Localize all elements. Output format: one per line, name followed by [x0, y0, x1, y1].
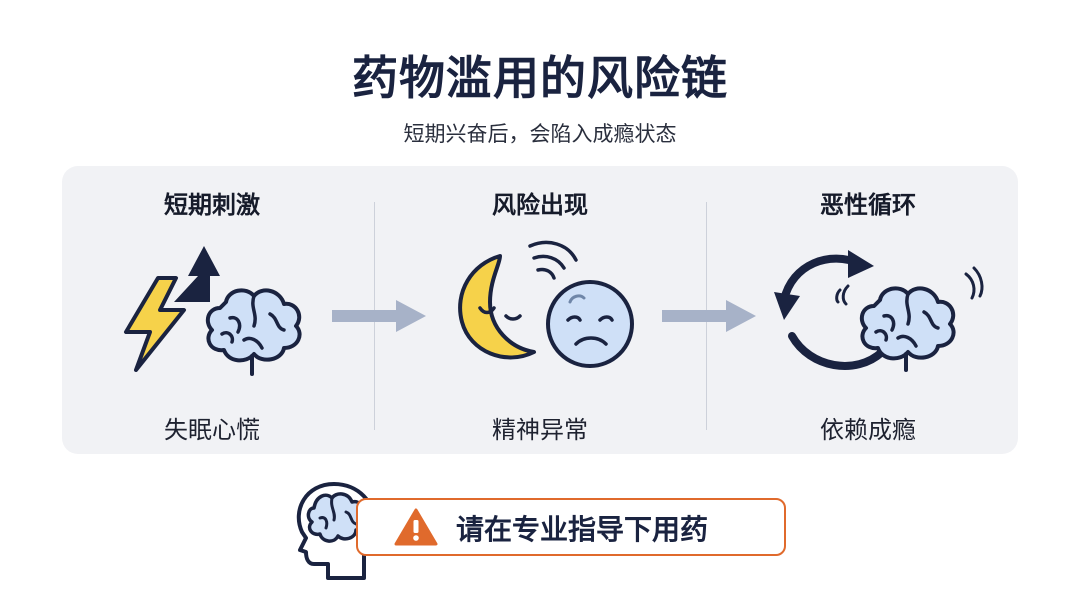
stage-label-mental: 精神异常 — [492, 416, 588, 444]
warning-triangle-icon — [394, 508, 438, 546]
stage-title-short-term: 短期刺激 — [164, 191, 260, 219]
page-title: 药物滥用的风险链 — [352, 51, 728, 105]
arrow-right-icon — [662, 300, 756, 332]
stage-label-addiction: 依赖成瘾 — [820, 416, 916, 444]
stage-label-insomnia: 失眠心慌 — [164, 416, 260, 444]
cycle-brain-icon — [774, 250, 984, 372]
lightning-brain-icon — [124, 246, 302, 376]
head-brain-icon — [296, 482, 377, 580]
stage-title-cycle: 恶性循环 — [820, 191, 916, 219]
page-subtitle: 短期兴奋后，会陷入成瘾状态 — [403, 122, 677, 146]
arrow-right-icon — [332, 300, 426, 332]
moon-sad-face-icon — [458, 240, 634, 368]
warning-text: 请在专业指导下用药 — [456, 513, 709, 546]
stage-title-risk: 风险出现 — [492, 191, 588, 219]
